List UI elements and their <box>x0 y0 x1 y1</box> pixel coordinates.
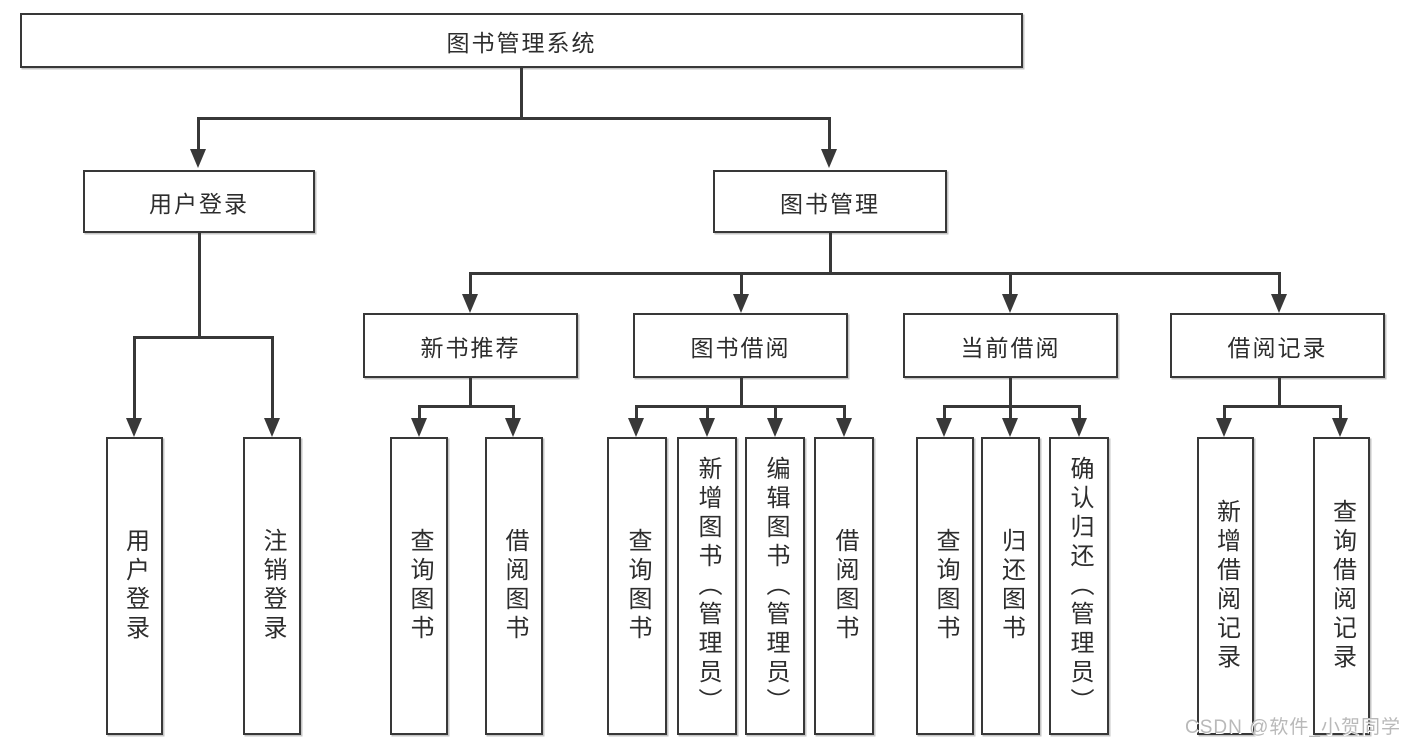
connector-line <box>469 378 472 408</box>
arrowhead-down-icon <box>1002 418 1018 437</box>
connector-line <box>843 405 846 420</box>
connector-line <box>828 117 831 152</box>
connector-line <box>740 272 743 297</box>
arrowhead-down-icon <box>1216 418 1232 437</box>
arrowhead-down-icon <box>1071 418 1087 437</box>
leaf-borrow-books-label: 借阅图书 <box>831 528 858 644</box>
arrowhead-down-icon <box>628 418 644 437</box>
leaf-add-book-admin: 新增图书（管理员） <box>677 437 737 735</box>
leaf-edit-book-admin-label: 编辑图书（管理员） <box>762 455 789 717</box>
node-root-label: 图书管理系统 <box>446 29 597 56</box>
arrowhead-down-icon <box>411 418 427 437</box>
connector-line <box>1278 272 1281 297</box>
connector-line <box>774 405 777 420</box>
node-current-borrow: 当前借阅 <box>903 313 1118 378</box>
connector-line <box>706 405 709 420</box>
leaf-borrow-books-recommend: 借阅图书 <box>485 437 543 735</box>
node-borrow-records-label: 借阅记录 <box>1227 334 1328 361</box>
leaf-add-book-admin-label: 新增图书（管理员） <box>694 455 721 717</box>
connector-line <box>635 405 638 420</box>
leaf-borrow-books: 借阅图书 <box>814 437 874 735</box>
arrowhead-down-icon <box>264 418 280 437</box>
arrowhead-down-icon <box>1332 418 1348 437</box>
leaf-user-login-label: 用户登录 <box>121 528 149 644</box>
connector-line <box>1009 405 1012 420</box>
connector-line <box>943 405 1081 408</box>
node-book-management: 图书管理 <box>713 170 947 233</box>
leaf-return-books: 归还图书 <box>981 437 1040 735</box>
leaf-confirm-return-admin: 确认归还（管理员） <box>1049 437 1109 735</box>
arrowhead-down-icon <box>767 418 783 437</box>
leaf-return-books-label: 归还图书 <box>997 528 1025 644</box>
connector-line <box>1223 405 1342 408</box>
node-new-book-recommend-label: 新书推荐 <box>420 334 521 361</box>
arrowhead-down-icon <box>1002 294 1018 313</box>
connector-line <box>418 405 515 408</box>
node-new-book-recommend: 新书推荐 <box>363 313 578 378</box>
node-user-login: 用户登录 <box>83 170 315 233</box>
arrowhead-down-icon <box>190 149 206 168</box>
leaf-add-borrow-record: 新增借阅记录 <box>1197 437 1254 735</box>
arrowhead-down-icon <box>126 418 142 437</box>
arrowhead-down-icon <box>1271 294 1287 313</box>
node-root: 图书管理系统 <box>20 13 1023 68</box>
connector-line <box>1278 378 1281 408</box>
connector-line <box>198 233 201 338</box>
connector-line <box>512 405 515 420</box>
connector-line <box>635 405 846 408</box>
connector-line <box>943 405 946 420</box>
leaf-logout: 注销登录 <box>243 437 301 735</box>
connector-line <box>740 378 743 408</box>
connector-line <box>1078 405 1081 420</box>
connector-line <box>197 117 200 152</box>
arrowhead-down-icon <box>733 294 749 313</box>
connector-line <box>829 233 832 275</box>
connector-line <box>1339 405 1342 420</box>
leaf-query-books-recommend: 查询图书 <box>390 437 448 735</box>
connector-line <box>469 272 1281 275</box>
connector-line <box>1223 405 1226 420</box>
leaf-query-books-current: 查询图书 <box>916 437 974 735</box>
leaf-logout-label: 注销登录 <box>259 528 286 644</box>
leaf-borrow-books-recommend-label: 借阅图书 <box>501 528 528 644</box>
arrowhead-down-icon <box>505 418 521 437</box>
node-current-borrow-label: 当前借阅 <box>960 334 1061 361</box>
leaf-confirm-return-admin-label: 确认归还（管理员） <box>1066 455 1093 717</box>
arrowhead-down-icon <box>836 418 852 437</box>
node-book-borrow-label: 图书借阅 <box>690 334 791 361</box>
node-book-management-label: 图书管理 <box>780 190 880 217</box>
leaf-query-borrow-record-label: 查询借阅记录 <box>1328 499 1356 673</box>
watermark: CSDN @软件_小贺同学 <box>1185 717 1401 738</box>
node-book-borrow: 图书借阅 <box>633 313 848 378</box>
arrowhead-down-icon <box>936 418 952 437</box>
leaf-user-login: 用户登录 <box>106 437 163 735</box>
leaf-query-books-borrow-label: 查询图书 <box>624 528 651 644</box>
node-borrow-records: 借阅记录 <box>1170 313 1385 378</box>
connector-line <box>197 117 831 120</box>
leaf-add-borrow-record-label: 新增借阅记录 <box>1212 499 1240 673</box>
connector-line <box>271 336 274 420</box>
arrowhead-down-icon <box>462 294 478 313</box>
arrowhead-down-icon <box>821 149 837 168</box>
connector-line <box>133 336 274 339</box>
arrowhead-down-icon <box>699 418 715 437</box>
leaf-edit-book-admin: 编辑图书（管理员） <box>745 437 805 735</box>
leaf-query-books-borrow: 查询图书 <box>607 437 667 735</box>
connector-line <box>133 336 136 420</box>
leaf-query-books-current-label: 查询图书 <box>932 528 959 644</box>
leaf-query-borrow-record: 查询借阅记录 <box>1313 437 1370 735</box>
connector-line <box>469 272 472 297</box>
connector-line <box>1009 378 1012 408</box>
node-user-login-label: 用户登录 <box>149 190 249 217</box>
connector-line <box>1009 272 1012 297</box>
connector-line <box>418 405 421 420</box>
connector-line <box>520 68 523 118</box>
leaf-query-books-recommend-label: 查询图书 <box>406 528 433 644</box>
